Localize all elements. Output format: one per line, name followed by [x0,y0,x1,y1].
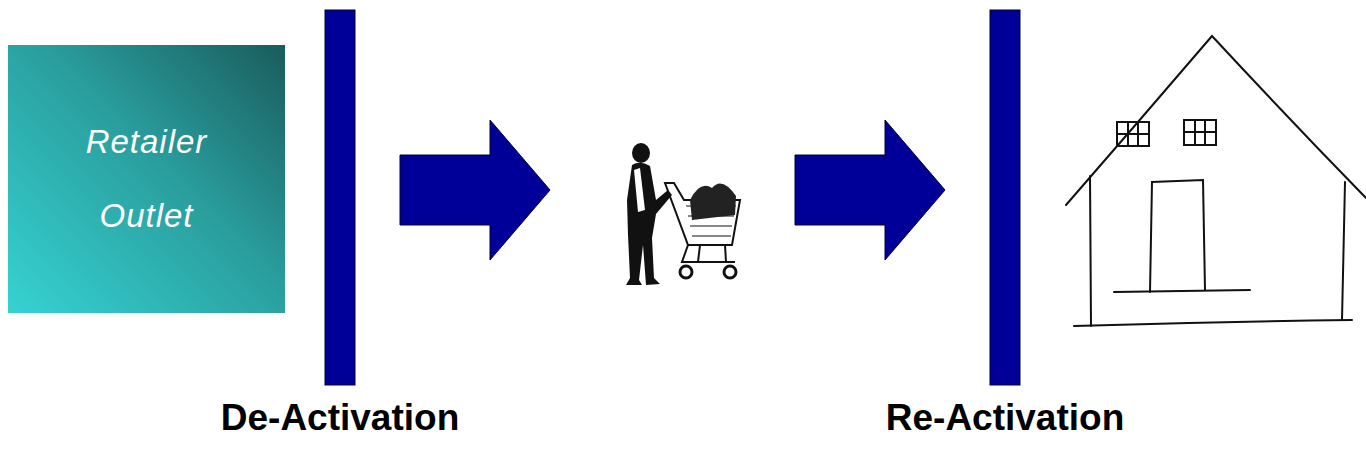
box-text: Retailer Outlet [52,105,242,253]
shopper-illustration [626,143,740,285]
barrier-bar [990,10,1020,385]
outlet-box: Retailer Outlet [8,45,285,313]
barrier-bar [325,10,355,385]
stage-label: De-Activation [221,397,459,439]
stage-label: Re-Activation [886,397,1124,439]
house-sketch [1066,36,1366,326]
block-arrow [400,120,550,260]
block-arrow [795,120,945,260]
